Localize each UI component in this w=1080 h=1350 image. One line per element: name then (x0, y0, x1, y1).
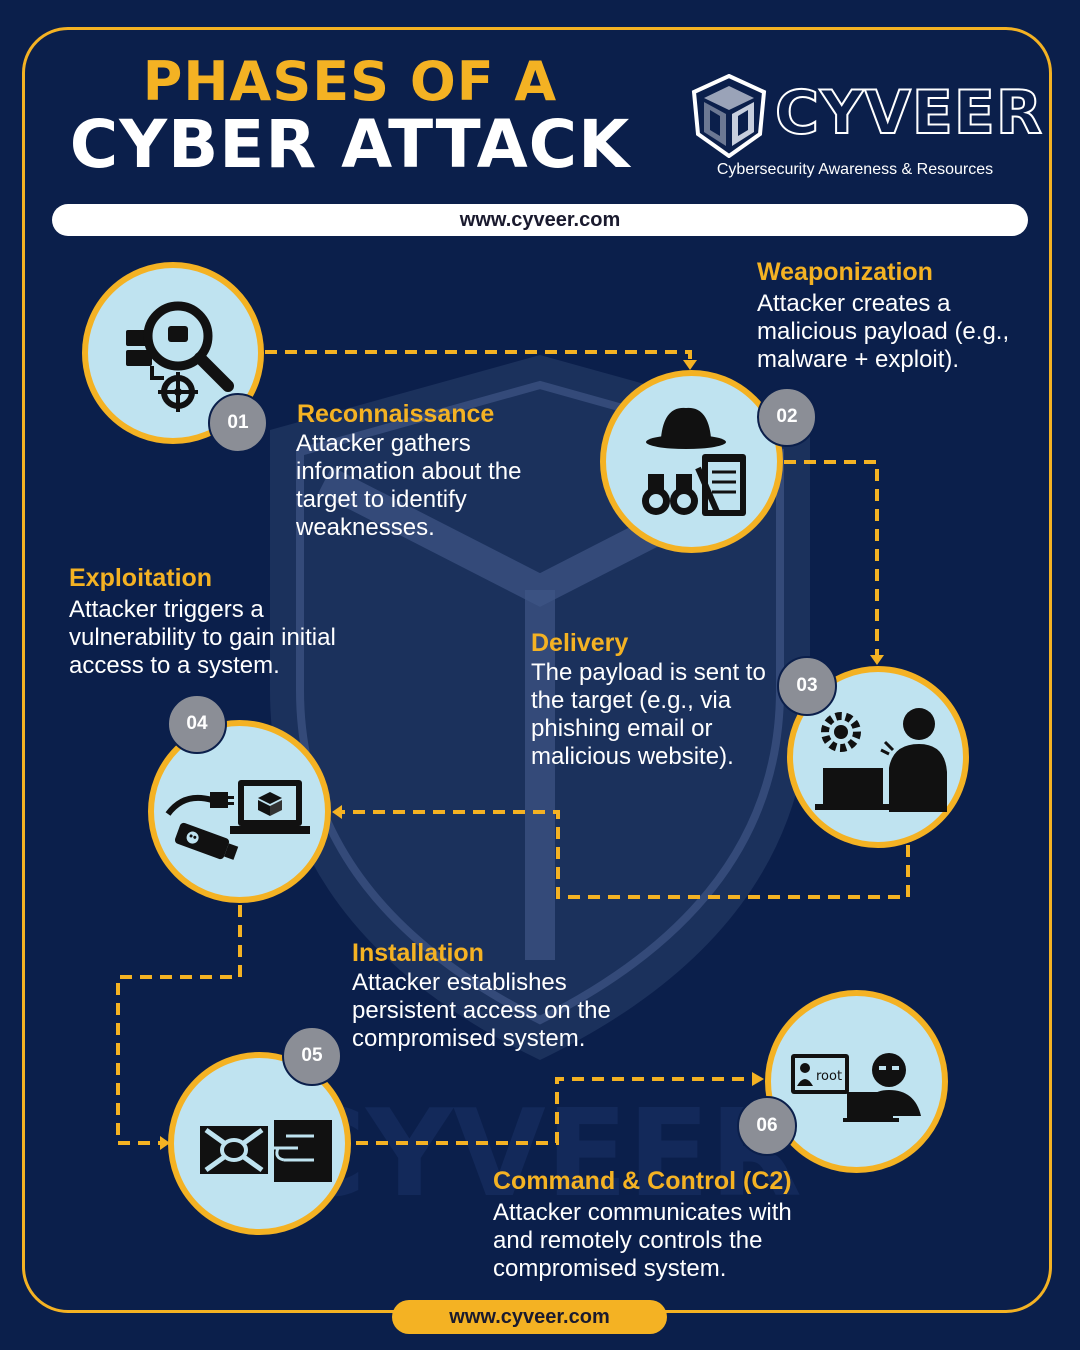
website-url-bar[interactable]: www.cyveer.com (52, 204, 1028, 236)
root-remote-control-icon: root (791, 1053, 921, 1122)
step-04-circle (148, 720, 331, 903)
hacker-laptop-gear-icon (815, 708, 947, 812)
step-06-title: Command & Control (C2) (493, 1167, 792, 1195)
step-04-title: Exploitation (69, 564, 213, 592)
step-03-title: Delivery (531, 629, 629, 657)
brand-name: CYVEER (774, 77, 1044, 149)
step-01-circle (82, 262, 264, 444)
step-06-circle: root (765, 990, 948, 1173)
step-02-circle (600, 370, 783, 553)
step-05-title: Installation (352, 939, 484, 967)
step-03-circle (787, 666, 969, 848)
footer-url-bar[interactable]: www.cyveer.com (392, 1300, 667, 1334)
step-03-badge: 03 (777, 656, 837, 716)
step-02-title: Weaponization (757, 258, 933, 286)
spy-binoculars-notepad-icon (642, 407, 746, 516)
cyveer-logo-icon (691, 74, 767, 158)
step-04-badge: 04 (167, 694, 227, 754)
step-02-badge: 02 (757, 387, 817, 447)
step-05-description: Attacker establishes persistent access o… (352, 969, 611, 1052)
package-install-icon (200, 1120, 332, 1182)
step-01-title: Reconnaissance (297, 400, 495, 428)
connector-02-03 (784, 460, 879, 655)
step-03-description: The payload is sent to the target (e.g.,… (531, 659, 766, 770)
step-01-badge: 01 (208, 393, 268, 453)
watermark-text: CYVEER (278, 1085, 802, 1224)
brand-tagline: Cybersecurity Awareness & Resources (716, 161, 994, 178)
connector-01-02 (265, 350, 692, 360)
connector-04-05 (116, 905, 242, 1145)
magnifier-target-icon (126, 301, 234, 412)
arrow-head-05 (160, 1136, 170, 1150)
step-01-description: Attacker gathers information about the t… (296, 430, 522, 541)
connector-05-06 (356, 1077, 752, 1145)
page-title-line-2: CYBER ATTACK (69, 106, 631, 183)
step-04-description: Attacker triggers a vulnerability to gai… (69, 596, 336, 679)
step-02-description: Attacker creates a malicious payload (e.… (757, 290, 1010, 373)
arrow-head-03 (870, 655, 884, 665)
arrow-head-04 (332, 805, 342, 819)
step-05-circle (168, 1052, 351, 1235)
arrow-head-06 (752, 1072, 764, 1086)
step-06-badge: 06 (737, 1096, 797, 1156)
root-label: root (816, 1069, 842, 1084)
usb-laptop-icon (165, 780, 310, 860)
step-06-description: Attacker communicates with and remotely … (493, 1199, 792, 1282)
arrow-head-02 (683, 360, 697, 370)
step-05-badge: 05 (282, 1026, 342, 1086)
connector-03-04 (342, 810, 910, 899)
page-title-line-1: PHASES OF A (142, 50, 558, 113)
